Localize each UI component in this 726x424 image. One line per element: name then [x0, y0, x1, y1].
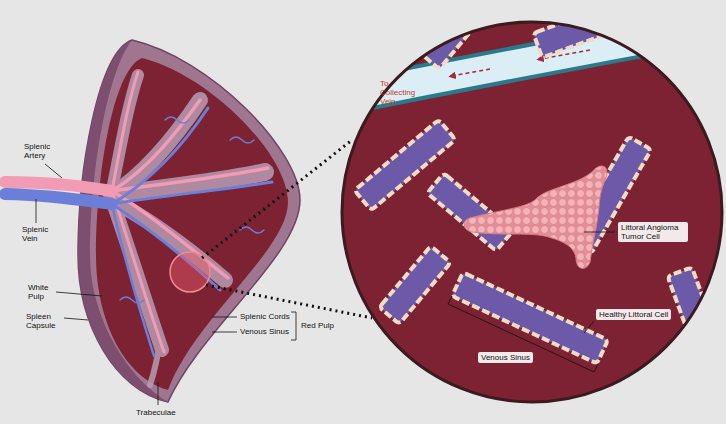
- part-label: Venous Sinus: [240, 327, 289, 336]
- part-label: Littoral Angioma Tumor Cell: [618, 222, 688, 242]
- trabeculae: [112, 75, 265, 385]
- part-label: Healthy Littoral Cell: [596, 309, 671, 320]
- part-label: White Pulp: [28, 283, 56, 301]
- tumor-cells: [464, 166, 607, 268]
- flow-label: To Collecting Vein: [380, 79, 424, 107]
- part-label: Red Pulp: [301, 321, 334, 330]
- red-pulp: [96, 58, 288, 390]
- leader-lines: [36, 164, 615, 405]
- part-label: Splenic Vein: [22, 225, 56, 243]
- vein: [5, 108, 272, 356]
- spleen: [5, 40, 300, 402]
- artery: [5, 72, 268, 352]
- part-label: Venous Sinus: [478, 352, 533, 363]
- magnified-view: [320, 0, 726, 402]
- part-label: Splenic Cords: [240, 312, 290, 321]
- part-label: Trabeculae: [136, 408, 176, 417]
- venous-sinuses: [355, 0, 717, 364]
- part-label: Splenic Artery: [24, 142, 62, 160]
- part-label: Spleen Capsule: [26, 312, 64, 330]
- spleen-capsule: [78, 40, 300, 402]
